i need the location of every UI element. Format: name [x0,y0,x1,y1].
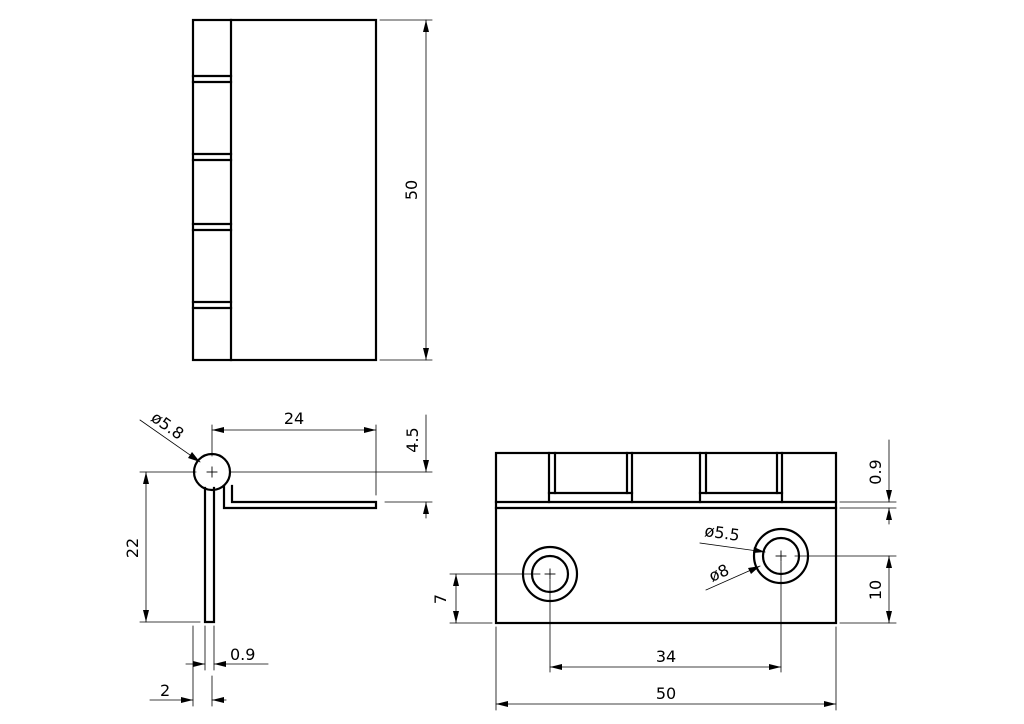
dimension-side-height: 22 [123,471,201,623]
top-view: 50 [191,18,433,362]
dim-text-front-hole-height-right: 10 [866,580,885,600]
dim-text-front-width: 50 [656,684,676,703]
dimension-front-gap: 0.9 [839,439,897,525]
dim-text-front-gap: 0.9 [866,459,885,484]
dim-text-leaf-length: 24 [284,409,304,428]
dimension-front-width: 50 [495,626,837,711]
dimension-front-hole-height: 7 [431,573,541,624]
dim-text-side-thickness: 0.9 [230,645,255,664]
vertical-leaf [203,486,216,624]
dim-text-front-cbore-dia: ø8 [706,560,732,585]
dim-text-top-height: 50 [402,180,421,200]
dimension-top-height: 50 [379,19,433,361]
front-view-outline [494,451,838,625]
dimension-front-hole-height-right: 10 [794,555,897,624]
horizontal-leaf [222,484,378,510]
front-view: 0.9 ø5.5 ø8 7 10 [431,439,897,711]
dim-text-knuckle-offset: 4.5 [403,427,422,452]
dimension-front-cbore-dia: ø8 [705,560,761,591]
dim-text-side-leaf-width: 2 [160,681,170,700]
dimension-front-hole-spacing: 34 [549,561,782,673]
dimension-front-hole-dia: ø5.5 [699,521,766,553]
dimension-side-thickness: 0.9 [185,625,269,671]
dim-text-front-hole-height: 7 [431,594,450,604]
dim-text-front-hole-dia: ø5.5 [703,521,741,545]
dimension-knuckle-dia: ø5.8 [139,408,201,463]
side-view: ø5.8 24 4.5 22 [123,408,433,707]
dimension-leaf-length: 24 [211,409,377,496]
dim-text-side-height: 22 [123,538,142,558]
dimension-side-leaf-width: 2 [149,625,227,707]
dimension-knuckle-offset: 4.5 [230,414,433,519]
top-view-outline [191,18,378,362]
dim-text-front-hole-spacing: 34 [656,647,676,666]
dim-text-knuckle-dia: ø5.8 [148,408,188,444]
